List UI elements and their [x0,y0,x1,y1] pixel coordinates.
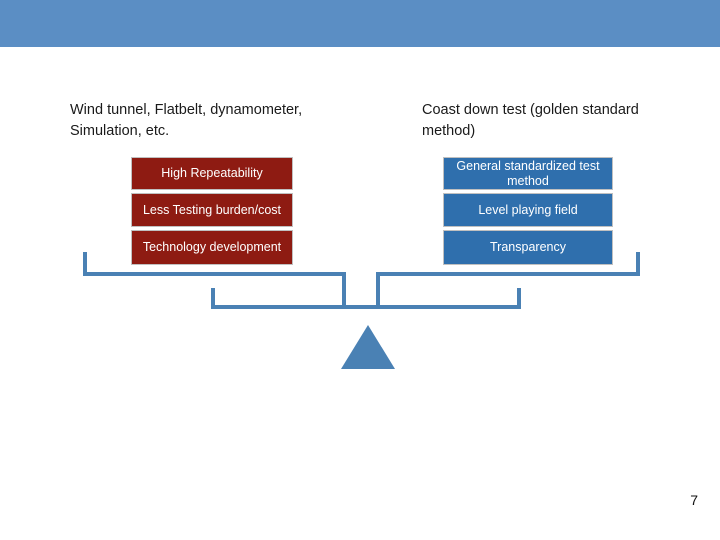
balance-beam-center-right-riser [517,288,521,309]
balance-beam-right-arm [376,272,640,276]
balance-beam-right-tip [636,252,640,276]
top-decorative-band [0,0,720,47]
page-number: 7 [690,492,698,508]
right-column-heading: Coast down test (golden standard method) [422,102,639,140]
balance-beam-left-tip [83,252,87,276]
balance-beam-center-left-riser [211,288,215,309]
left-column-heading: Wind tunnel, Flatbelt, dynamometer, Simu… [70,102,303,140]
right-benefit-list: General standardized test method Level p… [443,157,613,265]
left-benefit-item-1[interactable]: High Repeatability [131,157,293,190]
right-benefit-item-3[interactable]: Transparency [443,230,613,265]
right-benefit-item-2[interactable]: Level playing field [443,193,613,227]
left-benefit-item-2[interactable]: Less Testing burden/cost [131,193,293,227]
balance-beam-left-drop [342,272,346,308]
balance-beam-right-drop [376,272,380,308]
balance-beam-center-bar [211,305,521,309]
right-benefit-item-1[interactable]: General standardized test method [443,157,613,190]
left-benefit-item-3[interactable]: Technology development [131,230,293,265]
balance-beam-left-arm [83,272,346,276]
left-benefit-list: High Repeatability Less Testing burden/c… [131,157,293,265]
top-band-fill [0,0,720,47]
fulcrum-triangle-icon [341,325,395,369]
